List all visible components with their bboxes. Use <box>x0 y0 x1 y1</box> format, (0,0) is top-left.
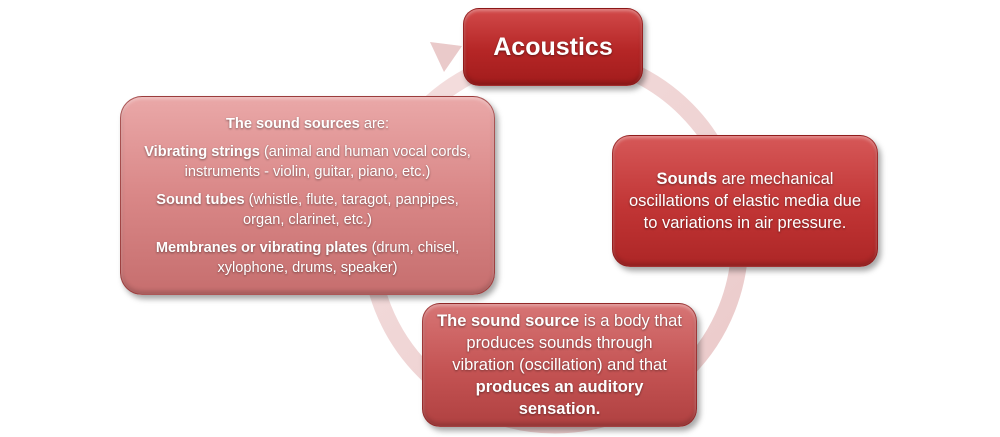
sound-sources-item: Sound tubes (whistle, flute, taragot, pa… <box>135 190 480 230</box>
sound-sources-item-bold: Sound tubes <box>156 191 245 208</box>
sound-sources-item-text: (animal and human vocal cords, instrumen… <box>184 143 471 180</box>
sound-source-text: The sound source is a body that produces… <box>433 310 686 420</box>
sound-sources-item-bold: Membranes or vibrating plates <box>155 239 368 256</box>
sounds-body: are mechanical oscillations of elastic m… <box>628 170 862 232</box>
node-sound-source: The sound source is a body that produces… <box>422 303 697 427</box>
acoustics-title: Acoustics <box>493 32 613 61</box>
sound-source-bold1: The sound source <box>437 312 580 330</box>
sound-sources-item-text: (drum, chisel, xylophone, drums, speaker… <box>217 239 460 276</box>
sound-sources-item-bold: Vibrating strings <box>144 143 260 160</box>
sound-sources-heading-bold: The sound sources <box>225 115 360 132</box>
node-sound-sources: The sound sources are: Vibrating strings… <box>120 96 495 295</box>
sounds-bold: Sounds <box>656 170 718 188</box>
sound-sources-heading-text: are: <box>359 115 389 132</box>
cycle-arrowhead <box>430 42 462 72</box>
sound-source-body: is a body that produces sounds through v… <box>452 312 682 374</box>
node-acoustics: Acoustics <box>463 8 643 86</box>
sound-source-bold2: produces an auditory sensation. <box>475 378 644 418</box>
sound-sources-heading: The sound sources are: <box>226 114 389 134</box>
sounds-text: Sounds are mechanical oscillations of el… <box>627 168 863 234</box>
sound-sources-item: Vibrating strings (animal and human voca… <box>135 142 480 182</box>
sound-sources-item: Membranes or vibrating plates (drum, chi… <box>135 238 480 278</box>
sound-sources-item-text: (whistle, flute, taragot, panpipes, orga… <box>243 191 459 228</box>
node-sounds: Sounds are mechanical oscillations of el… <box>612 135 878 267</box>
